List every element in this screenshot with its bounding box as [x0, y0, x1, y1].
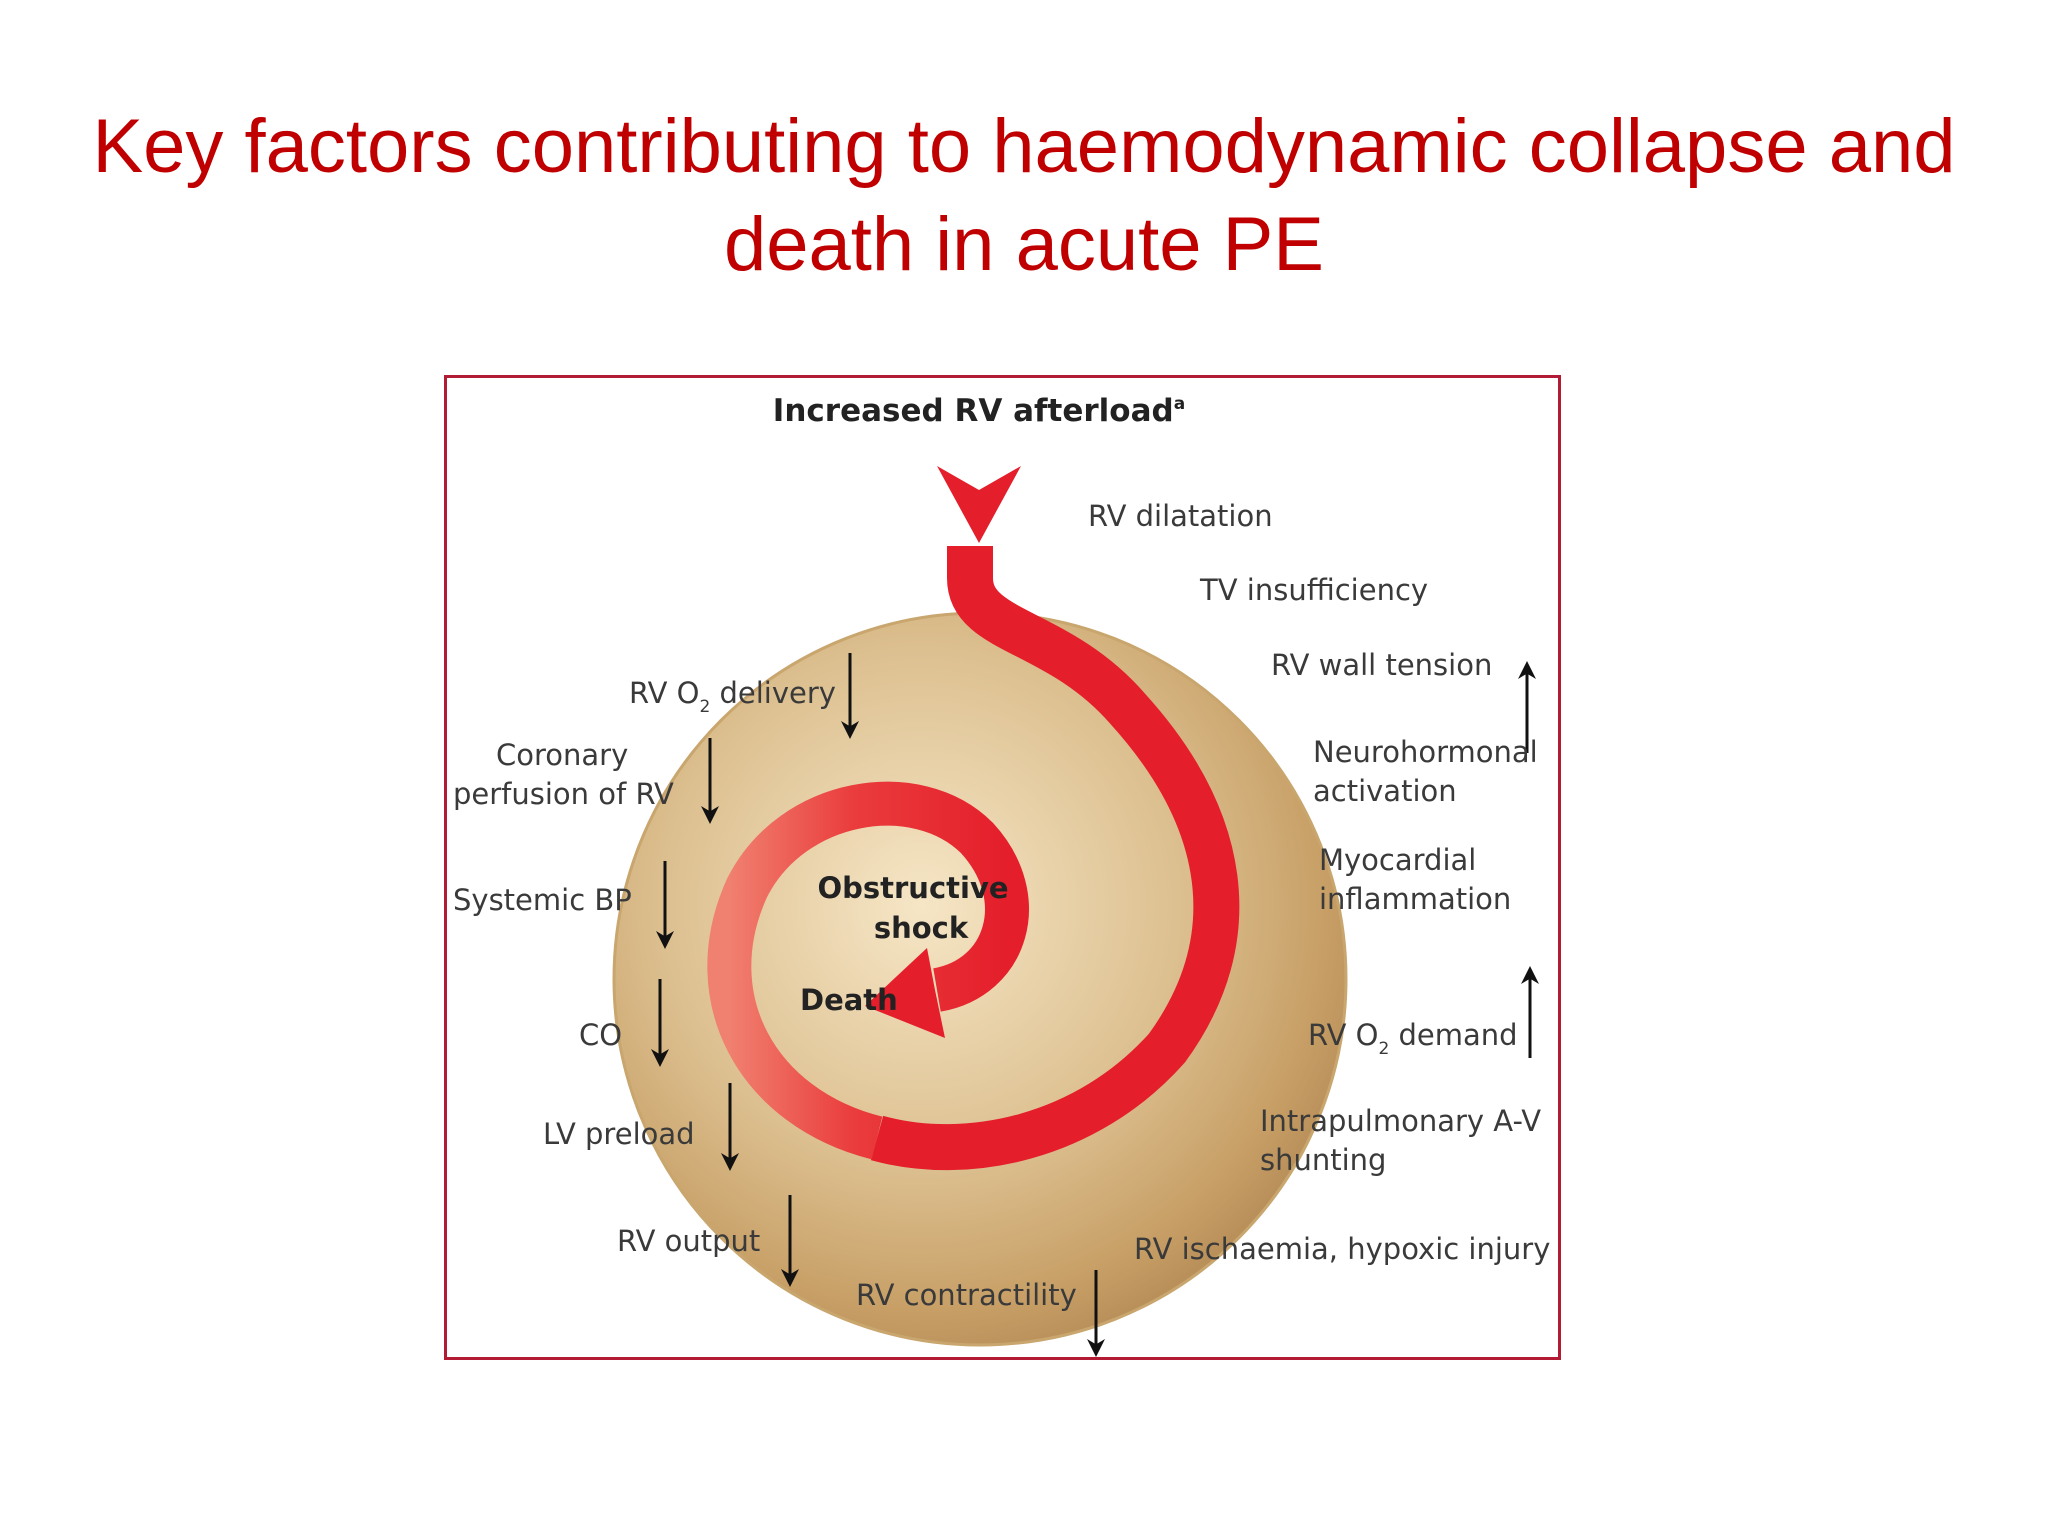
slide-title-line-2: death in acute PE: [724, 202, 1324, 287]
top-label: Increased RV afterloada: [773, 393, 1185, 429]
right-factor-rv-o2-demand: RV O2 demand: [1308, 1018, 1518, 1059]
right-factor-rv-ischaemia: RV ischaemia, hypoxic injury: [1134, 1232, 1550, 1266]
spiral-diagram: Increased RV afterloada Obstructive shoc…: [453, 393, 1550, 1357]
left-factor-co: CO: [579, 1018, 622, 1052]
left-factor-systemic-bp: Systemic BP: [453, 883, 632, 917]
right-factor-rv-dilatation: RV dilatation: [1088, 499, 1273, 533]
center-label-line-2: shock: [874, 911, 969, 945]
spiral-inner-band: [707, 781, 1029, 1160]
spiral-outer-band: [870, 546, 1240, 1171]
right-factor-myocardial-line-2: inflammation: [1319, 882, 1511, 916]
left-factor-coronary-line-1: Coronary: [496, 738, 628, 772]
left-factor-lv-preload: LV preload: [543, 1117, 695, 1151]
right-factor-tv-insufficiency: TV insufficiency: [1199, 573, 1428, 607]
diagram-frame: Increased RV afterloada Obstructive shoc…: [444, 375, 1561, 1360]
right-factor-rv-wall-tension: RV wall tension: [1271, 648, 1492, 682]
left-factor-rv-output: RV output: [617, 1224, 760, 1258]
left-factor-rv-contractility: RV contractility: [856, 1278, 1077, 1312]
death-label: Death: [800, 983, 898, 1017]
slide-title-line-1: Key factors contributing to haemodynamic…: [92, 104, 1956, 189]
left-factor-rv-o2-delivery: RV O2 delivery: [629, 676, 836, 717]
right-factor-neurohormonal-line-1: Neurohormonal: [1313, 735, 1538, 769]
spiral-arrowhead: [865, 948, 945, 1038]
right-factor-neurohormonal-line-2: activation: [1313, 774, 1457, 808]
slide-title: Key factors contributing to haemodynamic…: [80, 98, 1968, 294]
center-label-line-1: Obstructive: [817, 871, 1008, 905]
right-factor-myocardial-line-1: Myocardial: [1319, 843, 1476, 877]
afterload-arrowhead: [937, 466, 1021, 543]
right-factor-intrapulmonary-line-2: shunting: [1260, 1143, 1386, 1177]
right-factor-intrapulmonary-line-1: Intrapulmonary A-V: [1260, 1104, 1541, 1138]
left-factor-coronary-line-2: perfusion of RV: [453, 777, 674, 811]
